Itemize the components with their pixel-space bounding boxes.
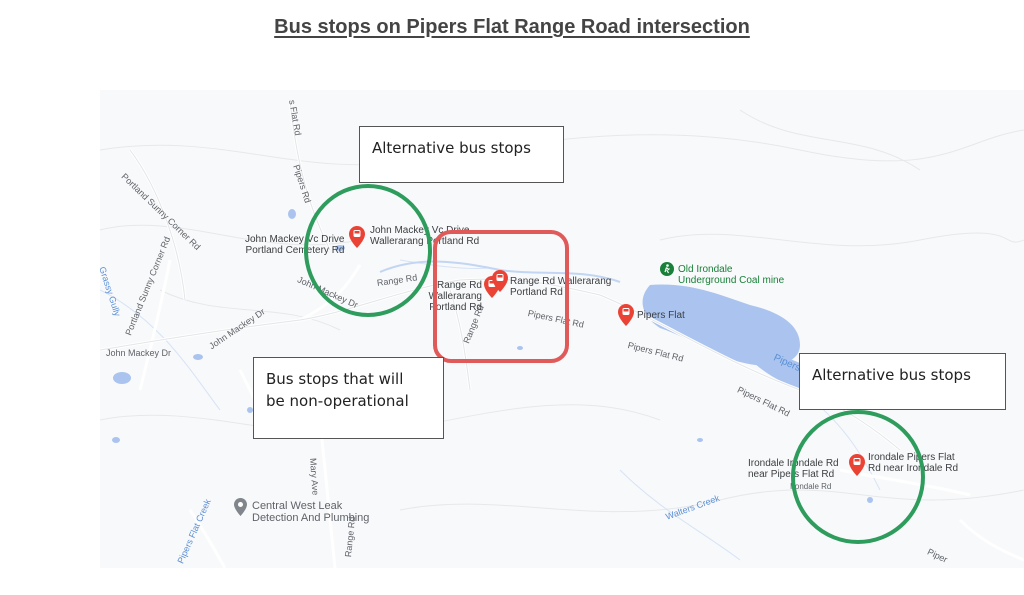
non-operational-stops-box [433, 230, 569, 363]
stop-label-range-rd-west: Range Rd Wallerarang Portland Rd [428, 280, 482, 313]
callout-alternative-right: Alternative bus stops [799, 353, 1006, 410]
alternative-stops-ring-right [791, 410, 925, 544]
bus-stop-pin-icon[interactable] [492, 270, 508, 292]
bus-stop-pin-icon[interactable] [618, 304, 634, 326]
callout-alternative-left: Alternative bus stops [359, 126, 564, 183]
alternative-stops-ring-left [304, 184, 432, 317]
callout-non-operational: Bus stops that will be non-operational [253, 357, 444, 439]
stop-label-pipers-flat: Pipers Flat [637, 310, 685, 321]
poi-label-coal-mine: Old Irondale Underground Coal mine [678, 264, 785, 286]
hiking-icon[interactable] [660, 262, 674, 276]
stop-label-range-rd-east: Range Rd Wallerarang Portland Rd [510, 276, 612, 298]
road-label-john-mackey-dr: John Mackey Dr [106, 348, 172, 358]
poi-label-leak-detection: Central West Leak Detection And Plumbing [252, 500, 370, 524]
page-title: Bus stops on Pipers Flat Range Road inte… [274, 16, 750, 38]
place-pin-icon[interactable] [234, 498, 247, 516]
